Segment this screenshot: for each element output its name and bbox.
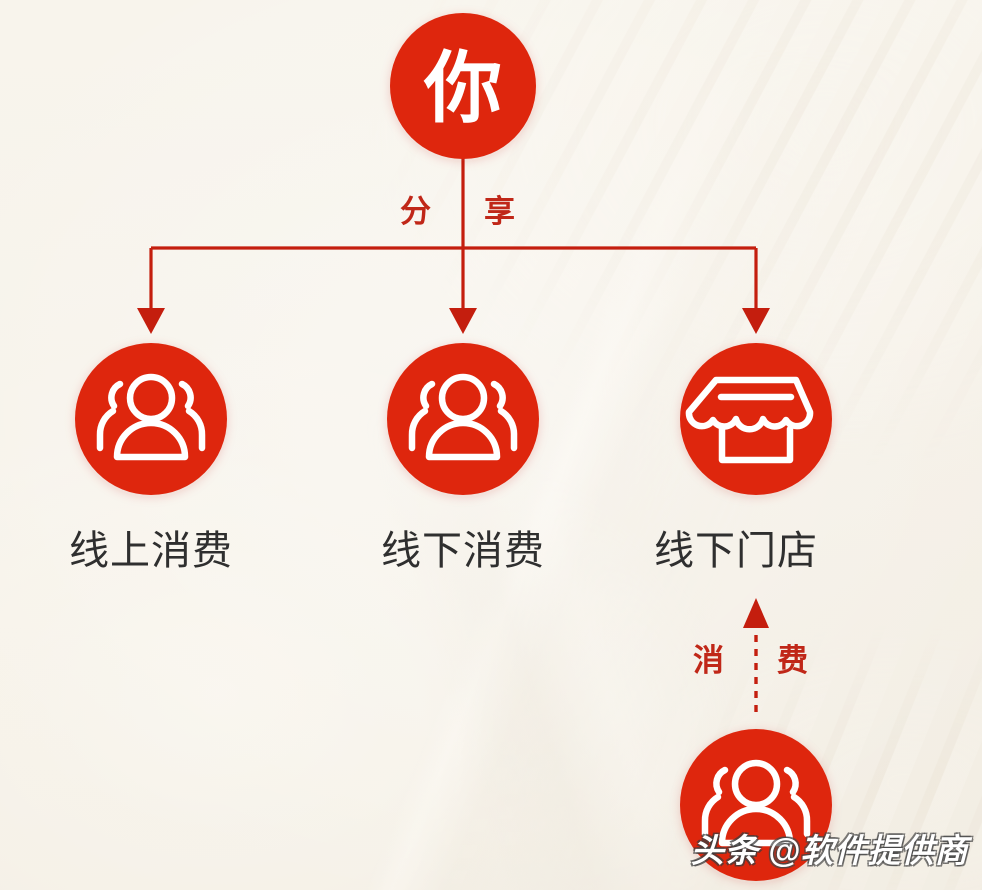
share-label-right: 享 (484, 194, 515, 229)
consume-arrowhead (743, 598, 769, 628)
node-circle-offline-store[interactable] (680, 343, 832, 495)
hero-character: 你 (423, 44, 503, 132)
hero-circle[interactable] (390, 13, 536, 159)
arrowhead-right (742, 308, 770, 334)
node-label-offline-consumption: 线下消费 (381, 529, 545, 573)
connector-lines (149, 150, 758, 312)
node-label-offline-store: 线下门店 (654, 529, 818, 573)
share-label-left: 分 (400, 194, 431, 229)
consume-label-left: 消 (693, 643, 724, 678)
watermark-brand: 头条 (690, 832, 759, 869)
connector-arrowheads (137, 308, 770, 334)
watermark-handle: @软件提供商 (767, 832, 968, 869)
consume-arrow (743, 598, 769, 712)
people-group-icon-3 (701, 759, 811, 847)
storefront-icon (685, 376, 814, 464)
arrowhead-center (449, 308, 477, 334)
arrowhead-left (137, 308, 165, 334)
people-group-icon-1 (96, 373, 206, 461)
node-circle-online-consumption[interactable] (75, 343, 227, 495)
watermark: 头条 @软件提供商 (691, 824, 968, 872)
consume-label-right: 费 (777, 643, 808, 678)
node-circle-offline-consumption[interactable] (387, 343, 539, 495)
people-group-icon-2 (408, 373, 518, 461)
node-circle-store-customers[interactable] (680, 729, 832, 881)
node-label-online-consumption: 线上消费 (69, 529, 233, 573)
